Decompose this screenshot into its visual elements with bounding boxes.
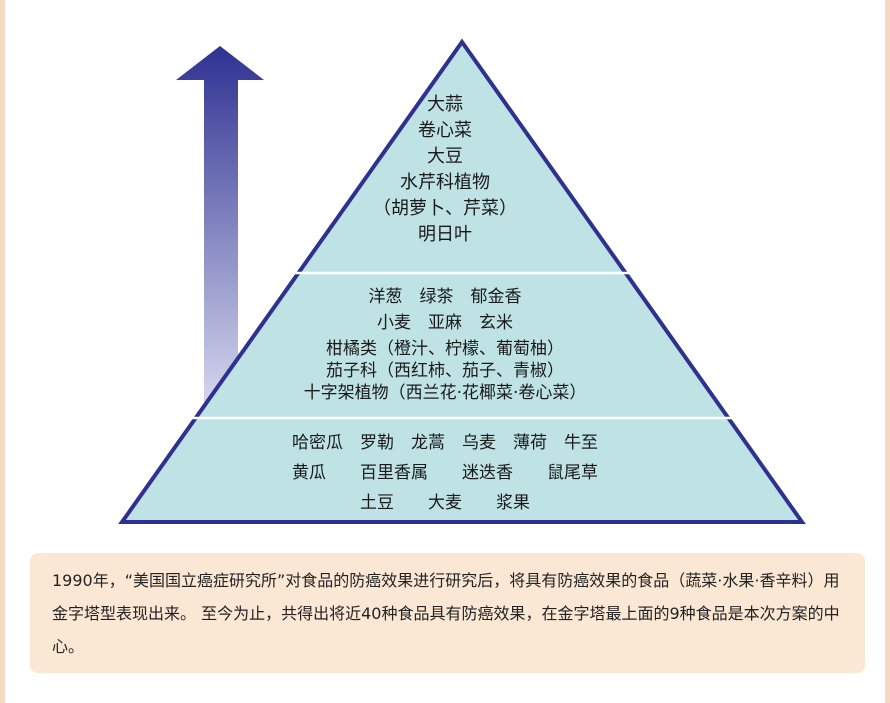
right-frame-border	[885, 0, 890, 703]
pyramid-bottom-tier: 哈密瓜 罗勒 龙蒿 乌麦 薄荷 牛至 黄瓜 百里香属 迷迭香 鼠尾草 土豆 大麦…	[0, 428, 890, 518]
caption-text: 1990年，“美国国立癌症研究所”对食品的防癌效果进行研究后，将具有防癌效果的食…	[52, 571, 840, 656]
food-row: 十字架植物（西兰花·花椰菜·卷心菜）	[303, 383, 587, 403]
pyramid-top-tier: 大蒜 卷心菜 大豆 水芹科植物 （胡萝卜、芹菜） 明日叶	[0, 92, 890, 248]
food-row: 土豆 大麦 浆果	[360, 493, 530, 513]
caption-box: 1990年，“美国国立癌症研究所”对食品的防癌效果进行研究后，将具有防癌效果的食…	[30, 553, 865, 673]
food-row: 洋葱 绿茶 郁金香	[368, 287, 522, 307]
food-item: 水芹科植物	[400, 172, 490, 193]
food-item: 大蒜	[427, 94, 463, 115]
food-row: 黄瓜 百里香属 迷迭香 鼠尾草	[292, 463, 598, 483]
food-row: 哈密瓜 罗勒 龙蒿 乌麦 薄荷 牛至	[292, 433, 598, 453]
pyramid-shape	[118, 38, 806, 524]
up-arrow-icon	[176, 46, 264, 406]
food-item: 大豆	[427, 146, 463, 167]
food-row: 茄子科（西红柿、茄子、青椒）	[326, 361, 564, 381]
left-frame-border	[0, 0, 5, 703]
pyramid-middle-tier: 洋葱 绿茶 郁金香 小麦 亚麻 玄米 柑橘类（橙汁、柠檬、葡萄柚） 茄子科（西红…	[0, 284, 890, 406]
food-row: 柑橘类（橙汁、柠檬、葡萄柚）	[326, 339, 564, 359]
food-row: 小麦 亚麻 玄米	[377, 313, 513, 333]
food-item: （胡萝卜、芹菜）	[373, 198, 517, 219]
pyramid-diagram	[118, 38, 806, 524]
food-item: 卷心菜	[418, 120, 472, 141]
food-item: 明日叶	[418, 224, 472, 245]
